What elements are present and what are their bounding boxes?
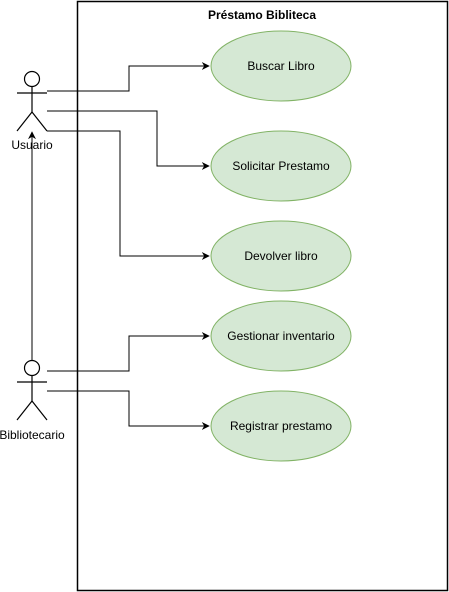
use-case-label: Buscar Libro xyxy=(247,59,315,73)
association-usuario-devolver[interactable] xyxy=(47,130,210,260)
use-case-label: Solicitar Prestamo xyxy=(232,159,330,173)
use-case-solicitar-prestamo[interactable]: Solicitar Prestamo xyxy=(210,130,352,202)
stick-figure-icon xyxy=(16,359,48,421)
use-case-registrar-prestamo[interactable]: Registrar prestamo xyxy=(210,390,352,462)
association-usuario-buscar[interactable] xyxy=(47,62,210,92)
actor-usuario[interactable]: Usuario xyxy=(11,70,53,153)
actor-label: Bibliotecario xyxy=(0,428,65,442)
use-case-gestionar-inventario[interactable]: Gestionar inventario xyxy=(210,300,352,372)
actor-label: Usuario xyxy=(11,138,53,152)
association-bibliotecario-registrar[interactable] xyxy=(47,390,210,430)
stick-figure-icon xyxy=(16,70,48,132)
system-title: Préstamo Bibliteca xyxy=(208,8,316,22)
use-case-label: Devolver libro xyxy=(244,249,318,263)
association-usuario-solicitar[interactable] xyxy=(47,110,210,170)
association-bibliotecario-gestionar[interactable] xyxy=(47,332,210,372)
actor-bibliotecario[interactable]: Bibliotecario xyxy=(0,359,65,443)
use-case-label: Registrar prestamo xyxy=(230,419,332,433)
use-case-label: Gestionar inventario xyxy=(227,329,335,343)
associations xyxy=(28,62,210,430)
use-case-devolver-libro[interactable]: Devolver libro xyxy=(210,220,352,292)
use-case-buscar-libro[interactable]: Buscar Libro xyxy=(210,30,352,102)
